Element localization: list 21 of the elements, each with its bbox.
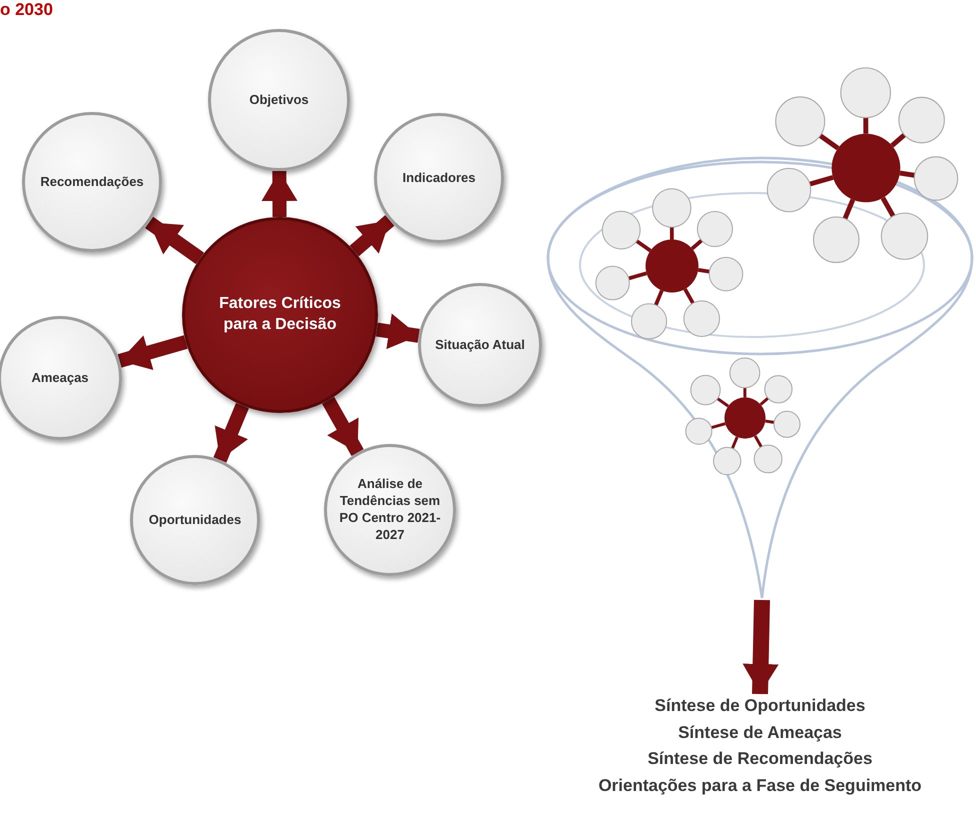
node-label: Recomendações (39, 174, 145, 190)
topic-circle (0, 316, 122, 440)
outcome-text: Síntese de Recomendações (646, 748, 874, 770)
node-label: Situação Atual (434, 336, 526, 354)
node-label: Análise de Tendências sem PO Centro 2021-2027 (338, 476, 442, 544)
outcome-text: Síntese de Oportunidades (654, 695, 866, 717)
arrow (322, 396, 364, 456)
node-label: Fatores Críticos para a Decisão (218, 294, 342, 335)
arrow (376, 314, 420, 350)
node-label: Objetivos (248, 92, 310, 108)
node-label: Indicadores (402, 170, 476, 186)
arrow (350, 215, 394, 256)
node-label: Ameaças (30, 370, 90, 386)
outcome-text: Síntese de Ameaças (677, 722, 843, 744)
arrow (213, 402, 249, 463)
outcome-text: Orientações para a Fase de Seguimento (597, 774, 923, 797)
node-label: Oportunidades (148, 512, 242, 528)
heading-text: o 2030 (0, 0, 53, 20)
arrow (118, 335, 188, 370)
arrow (742, 600, 779, 694)
funnel-drawing (546, 67, 974, 600)
